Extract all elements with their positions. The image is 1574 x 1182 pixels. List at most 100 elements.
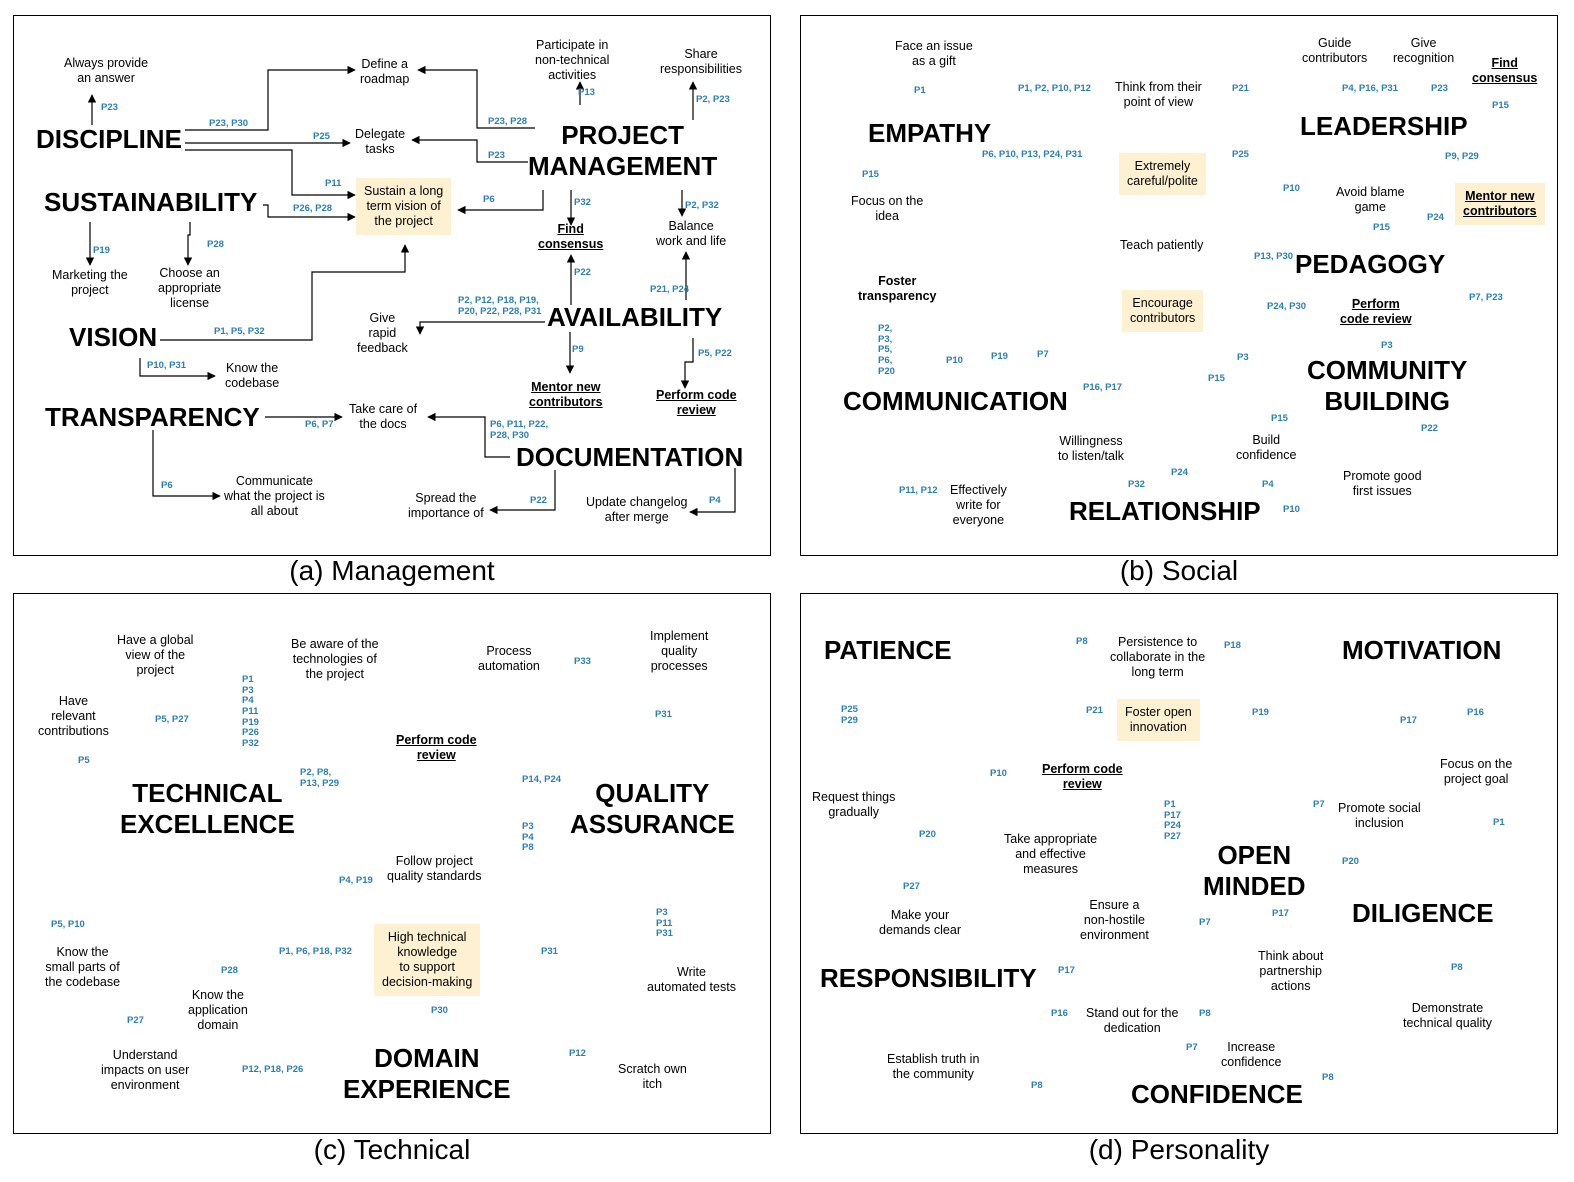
participant-label: P10	[1283, 183, 1300, 194]
action-delegate: Delegate tasks	[355, 127, 406, 156]
action-impacts: Understand impacts on user environment	[101, 1048, 190, 1092]
action-small-parts: Know the small parts of the codebase	[45, 945, 121, 989]
category-confidence: CONFIDENCE	[1131, 1079, 1303, 1109]
category-documentation: DOCUMENTATION	[516, 442, 744, 472]
category-empathy: EMPATHY	[868, 118, 992, 148]
action-think-view: Think from their point of view	[1115, 80, 1202, 109]
action-encourage: Encourage contributors	[1122, 290, 1204, 332]
action-build-confidence: Build confidence	[1236, 433, 1297, 462]
action-code-review: Perform code review	[1340, 297, 1412, 326]
participant-label: P33	[574, 656, 591, 667]
participant-label: P16	[1051, 1008, 1068, 1019]
participant-label: P16, P17	[1083, 382, 1123, 393]
participant-label: P21	[1086, 705, 1103, 716]
action-social-inclusion: Promote social inclusion	[1338, 801, 1421, 830]
category-technical-excellence: TECHNICAL EXCELLENCE	[120, 778, 295, 840]
category-transparency: TRANSPARENCY	[45, 402, 260, 432]
action-automated-tests: Write automated tests	[647, 965, 736, 994]
action-sustain-vision: Sustain a long term vision of the projec…	[356, 178, 452, 235]
participant-label: P27	[127, 1015, 144, 1026]
participant-label: P20	[919, 829, 936, 840]
participant-label: P7	[1199, 917, 1211, 928]
participant-label: P9, P29	[1445, 151, 1479, 162]
action-establish-truth: Establish truth in the community	[887, 1052, 980, 1081]
participant-label: P11	[325, 178, 342, 189]
action-persistence: Persistence to collaborate in the long t…	[1110, 635, 1206, 679]
participant-label: P7	[1313, 799, 1325, 810]
participant-label: P6, P10, P13, P24, P31	[982, 149, 1083, 160]
category-quality-assurance: QUALITY ASSURANCE	[570, 778, 735, 840]
participant-label: P23, P28	[488, 116, 528, 127]
action-stand-out: Stand out for the dedication	[1086, 1006, 1179, 1035]
category-responsibility: RESPONSIBILITY	[820, 963, 1037, 993]
participant-label: P22	[1421, 423, 1438, 434]
category-relationship: RELATIONSHIP	[1069, 496, 1261, 526]
participant-label: P26, P28	[293, 203, 333, 214]
action-marketing: Marketing the project	[52, 268, 128, 297]
caption-management: (a) Management	[289, 555, 495, 586]
participant-label: P23, P30	[209, 118, 249, 129]
caption-technical: (c) Technical	[313, 1134, 471, 1165]
panel-personality	[800, 593, 1558, 1134]
action-always-answer: Always provide an answer	[64, 56, 149, 85]
action-license: Choose an appropriate license	[158, 266, 222, 310]
participant-label: P17	[1400, 715, 1417, 726]
participant-label: P16	[1467, 707, 1484, 718]
participant-label: P5, P27	[155, 714, 189, 725]
category-open-minded: OPEN MINDED	[1203, 840, 1306, 902]
action-recognition: Give recognition	[1393, 36, 1455, 65]
action-take-measures: Take appropriate and effective measures	[1004, 832, 1098, 876]
participant-label: P13, P30	[1254, 251, 1294, 262]
participant-label: P6, P7	[305, 419, 334, 430]
action-demands-clear: Make your demands clear	[879, 908, 961, 937]
category-availability: AVAILABILITY	[547, 302, 723, 332]
participant-label: P8	[1451, 962, 1463, 973]
participant-label: P15	[862, 169, 879, 180]
participant-label: P23	[1431, 83, 1448, 94]
action-find-consensus: Find consensus	[1472, 56, 1538, 85]
category-pedagogy: PEDAGOGY	[1295, 249, 1446, 279]
participant-label: P2, P12, P18, P19, P20, P22, P28, P31	[458, 295, 542, 317]
action-non-hostile: Ensure a non-hostile environment	[1080, 898, 1149, 942]
participant-label: P32	[1128, 479, 1145, 490]
participant-label: P10	[1283, 504, 1300, 515]
participant-label: P15	[1271, 413, 1288, 424]
participant-label: P24	[1427, 212, 1444, 223]
action-partnership: Think about partnership actions	[1258, 949, 1324, 993]
participant-label: P7	[1186, 1042, 1198, 1053]
action-global-view: Have a global view of the project	[117, 633, 194, 677]
action-good-first-issues: Promote good first issues	[1343, 469, 1422, 498]
participant-label: P10	[990, 768, 1007, 779]
action-application-domain: Know the application domain	[188, 988, 248, 1032]
action-mentor: Mentor new contributors	[529, 380, 603, 409]
participant-label: P22	[574, 267, 591, 278]
action-guide: Guide contributors	[1302, 36, 1368, 65]
category-domain-experience: DOMAIN EXPERIENCE	[343, 1043, 511, 1105]
participant-label: P24, P30	[1267, 301, 1307, 312]
action-technical-quality: Demonstrate technical quality	[1403, 1001, 1492, 1030]
action-know-codebase: Know the codebase	[225, 361, 280, 390]
participant-label: P32	[574, 197, 591, 208]
panel-social	[800, 15, 1558, 556]
participant-label: P28	[221, 965, 238, 976]
participant-label: P23	[101, 102, 118, 113]
panel-management	[13, 15, 771, 556]
participant-label: P2, P23	[696, 94, 730, 105]
participant-label: P27	[903, 881, 920, 892]
action-participate: Participate in non-technical activities	[535, 38, 610, 82]
participant-label: P24	[1171, 467, 1188, 478]
participant-label: P9	[572, 344, 584, 355]
action-avoid-blame: Avoid blame game	[1336, 185, 1405, 214]
action-face-issue: Face an issue as a gift	[895, 39, 973, 68]
action-code-review: Perform code review	[396, 733, 477, 762]
participant-label: P31	[655, 709, 672, 720]
participant-label: P1, P5, P32	[214, 326, 265, 337]
participant-label: P17	[1058, 965, 1075, 976]
participant-label: P15	[1208, 373, 1225, 384]
participant-label: P20	[1342, 856, 1359, 867]
category-vision: VISION	[69, 322, 158, 352]
action-focus-goal: Focus on the project goal	[1440, 757, 1513, 786]
action-foster-transparency: Foster transparency	[858, 274, 937, 303]
participant-label: P10, P31	[147, 360, 187, 371]
participant-label: P25	[313, 131, 330, 142]
